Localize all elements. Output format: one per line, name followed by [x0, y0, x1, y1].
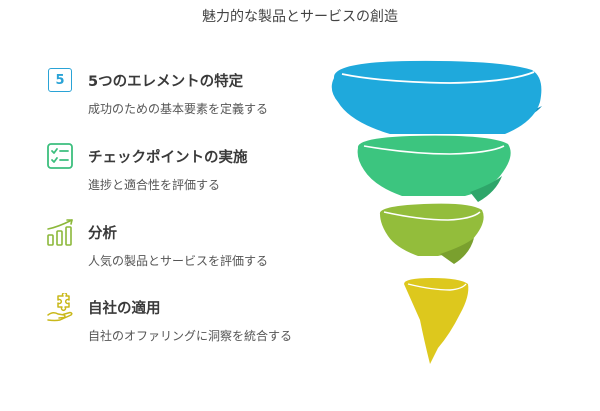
number-5-icon: 5: [46, 66, 74, 94]
step-heading: 分析: [88, 226, 117, 242]
funnel-band-4: [404, 278, 469, 364]
step-description: 成功のための基本要素を定義する: [88, 102, 269, 116]
step-heading: 5つのエレメントの特定: [88, 74, 244, 90]
bar-chart-growth-icon: [46, 218, 74, 246]
step-description: 人気の製品とサービスを評価する: [88, 254, 269, 268]
funnel-band-2: [357, 135, 511, 202]
step-heading: 自社の適用: [88, 301, 161, 317]
step-heading: チェックポイントの実施: [88, 150, 248, 166]
page-title: 魅力的な製品とサービスの創造: [202, 9, 398, 25]
step-description: 進捗と適合性を評価する: [88, 178, 221, 192]
checklist-icon: [46, 142, 74, 170]
hand-puzzle-icon: [46, 291, 74, 322]
funnel-band-1: [331, 60, 542, 135]
step-description: 自社のオファリングに洞察を統合する: [88, 329, 293, 343]
funnel-band-3: [379, 203, 484, 264]
funnel-graphic: [331, 60, 542, 364]
